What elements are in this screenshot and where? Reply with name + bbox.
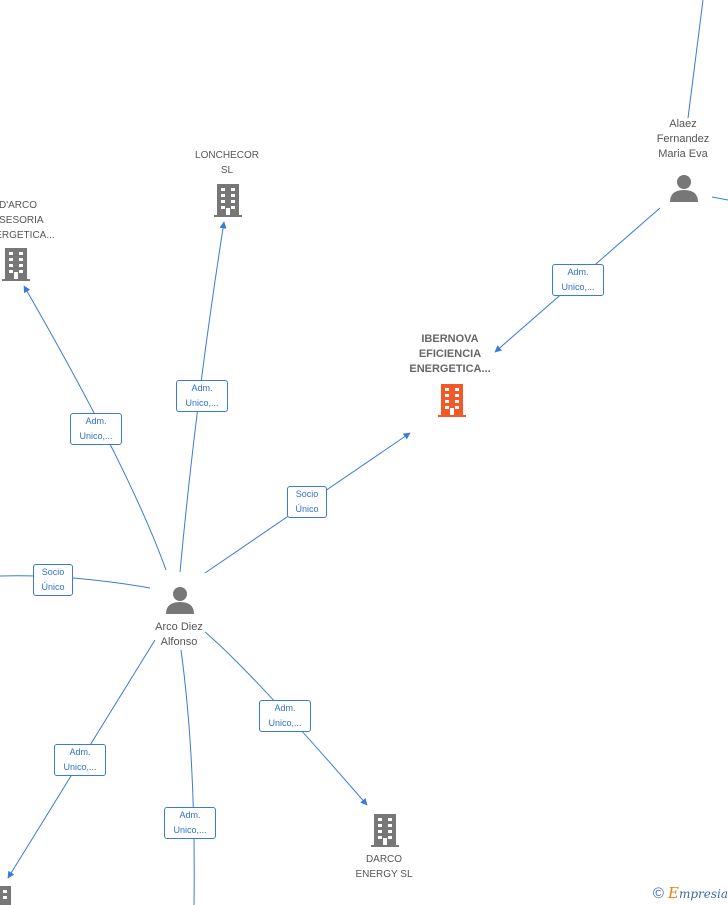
edge-label-arco-darco-energy[interactable]: Adm. Unico,... [259,700,311,732]
node-label-lonchecor[interactable]: LONCHECOR SL [195,150,259,176]
watermark-text: mpresia [678,887,728,901]
person-icon[interactable] [166,587,194,614]
edge-alaez-right [711,196,728,201]
building-icon[interactable] [438,384,466,417]
edge-label-alaez-ibernova[interactable]: Adm. Unico,... [552,264,604,296]
watermark-e: E [667,884,679,902]
node-label-ibernova[interactable]: IBERNOVA EFICIENCIA ENERGETICA... [409,333,491,375]
building-icon[interactable] [371,814,399,847]
node-label-darco-energy[interactable]: DARCO ENERGY SL [355,854,413,880]
edge-label-arco-bottom-left[interactable]: Adm. Unico,... [54,744,106,776]
edge-arco-bottom [180,649,195,905]
edge-arco-darco-asesoria [23,285,167,571]
edge-label-arco-left[interactable]: Socio Único [33,564,73,596]
node-label-arco-diez[interactable]: Arco Diez Alfonso [155,621,203,648]
edge-arco-left [0,575,151,589]
building-icon[interactable] [0,886,11,905]
edge-label-arco-lonchecor[interactable]: Adm. Unico,... [176,380,228,412]
building-icon[interactable] [214,184,242,217]
edge-arco-darco-energy [204,631,368,806]
person-icon[interactable] [670,175,698,202]
node-label-alaez[interactable]: Alaez Fernandez Maria Eva [656,118,710,160]
node-label-darco-asesoria[interactable]: D'ARCO ASESORIA ENERGETICA... [0,200,55,241]
edge-label-arco-darco-asesoria[interactable]: Adm. Unico,... [70,413,122,445]
empresia-watermark: ©Empresia [653,884,728,902]
edge-label-arco-ibernova[interactable]: Socio Único [287,486,327,518]
building-icon[interactable] [2,248,30,281]
edge-alaez-top [687,0,704,119]
edge-label-arco-bottom[interactable]: Adm. Unico,... [164,807,216,839]
copyright-icon: © [652,885,664,902]
